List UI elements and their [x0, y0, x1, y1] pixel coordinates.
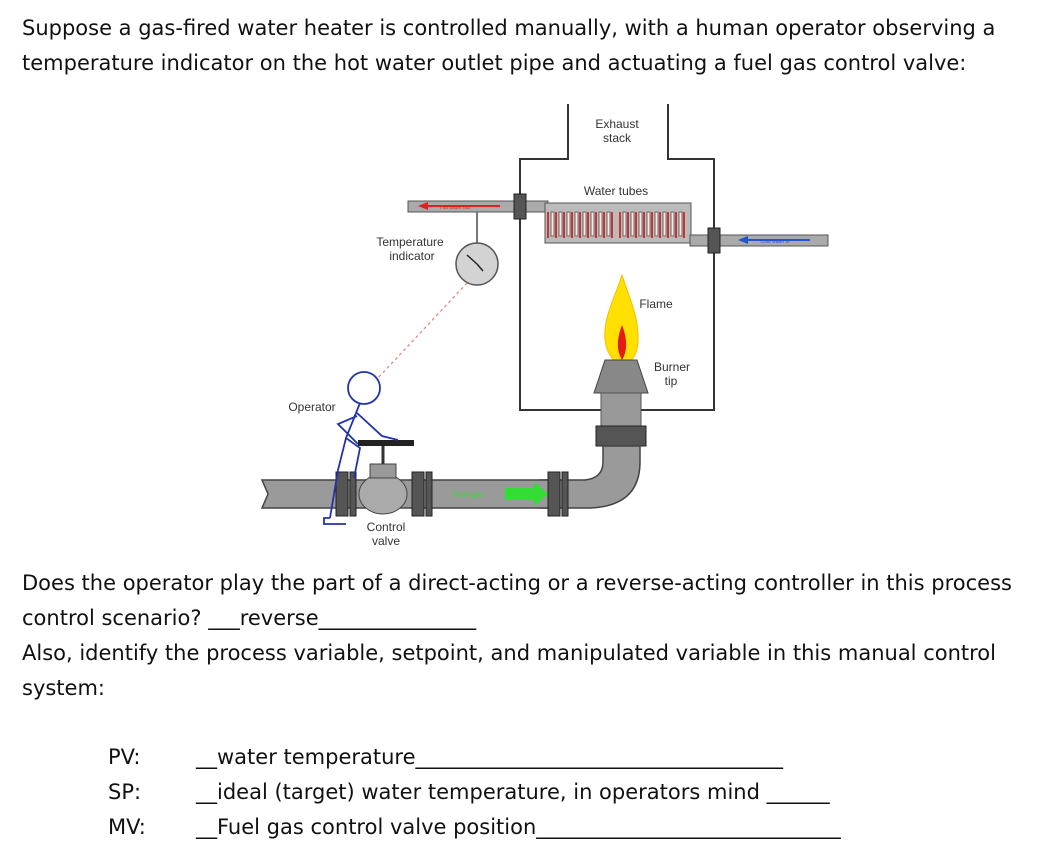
answer-value-pv: __water temperature_____________________…	[196, 745, 784, 769]
exhaust-stack-label: Exhaust	[595, 117, 639, 131]
burner-tip-label: Burner	[654, 360, 690, 374]
sight-line	[377, 282, 468, 379]
cold-water-in-label: Cold water in	[760, 239, 789, 245]
question-paragraph: Does the operator play the part of a dir…	[22, 566, 1042, 636]
answer-label-sp: SP:	[108, 780, 142, 804]
water-tube-coils	[547, 212, 685, 238]
fuel-gas-arrow	[505, 482, 548, 506]
answer-value-mv: __Fuel gas control valve position_______…	[196, 815, 841, 839]
outlet-flange	[513, 193, 527, 220]
temperature-indicator-label: Temperature	[376, 235, 444, 249]
pipe-flange-3	[547, 471, 561, 517]
pipe-flange-2	[411, 471, 425, 517]
burner-tip-label-2: tip	[665, 374, 678, 388]
control-valve-body	[358, 473, 408, 515]
question-answer: ___reverse_______________	[208, 606, 477, 630]
answer-label-mv: MV:	[108, 815, 146, 839]
fuel-gas-label: Fuel gas	[453, 490, 484, 499]
operator-label: Operator	[288, 400, 335, 414]
flame-label: Flame	[639, 297, 673, 311]
hot-water-out-label: Hot water out	[440, 205, 470, 211]
pipe-flange-1	[335, 471, 349, 517]
inlet-flange	[707, 227, 721, 254]
answer-value-sp: __ideal (target) water temperature, in o…	[196, 780, 830, 804]
control-valve-label: Control	[367, 520, 406, 534]
burner-tip	[593, 359, 649, 394]
control-valve-handwheel	[358, 440, 414, 446]
temperature-indicator-label-2: indicator	[389, 249, 434, 263]
operator-figure	[323, 371, 399, 525]
answer-label-pv: PV:	[108, 745, 141, 769]
intro-paragraph: Suppose a gas-fired water heater is cont…	[22, 16, 996, 75]
exhaust-stack-label-2: stack	[603, 131, 632, 145]
question-text: Does the operator play the part of a dir…	[22, 571, 1012, 630]
control-valve-label-2: valve	[372, 534, 400, 548]
burner-flange	[595, 425, 647, 447]
water-tubes-label: Water tubes	[584, 184, 648, 198]
also-paragraph: Also, identify the process variable, set…	[22, 641, 996, 700]
